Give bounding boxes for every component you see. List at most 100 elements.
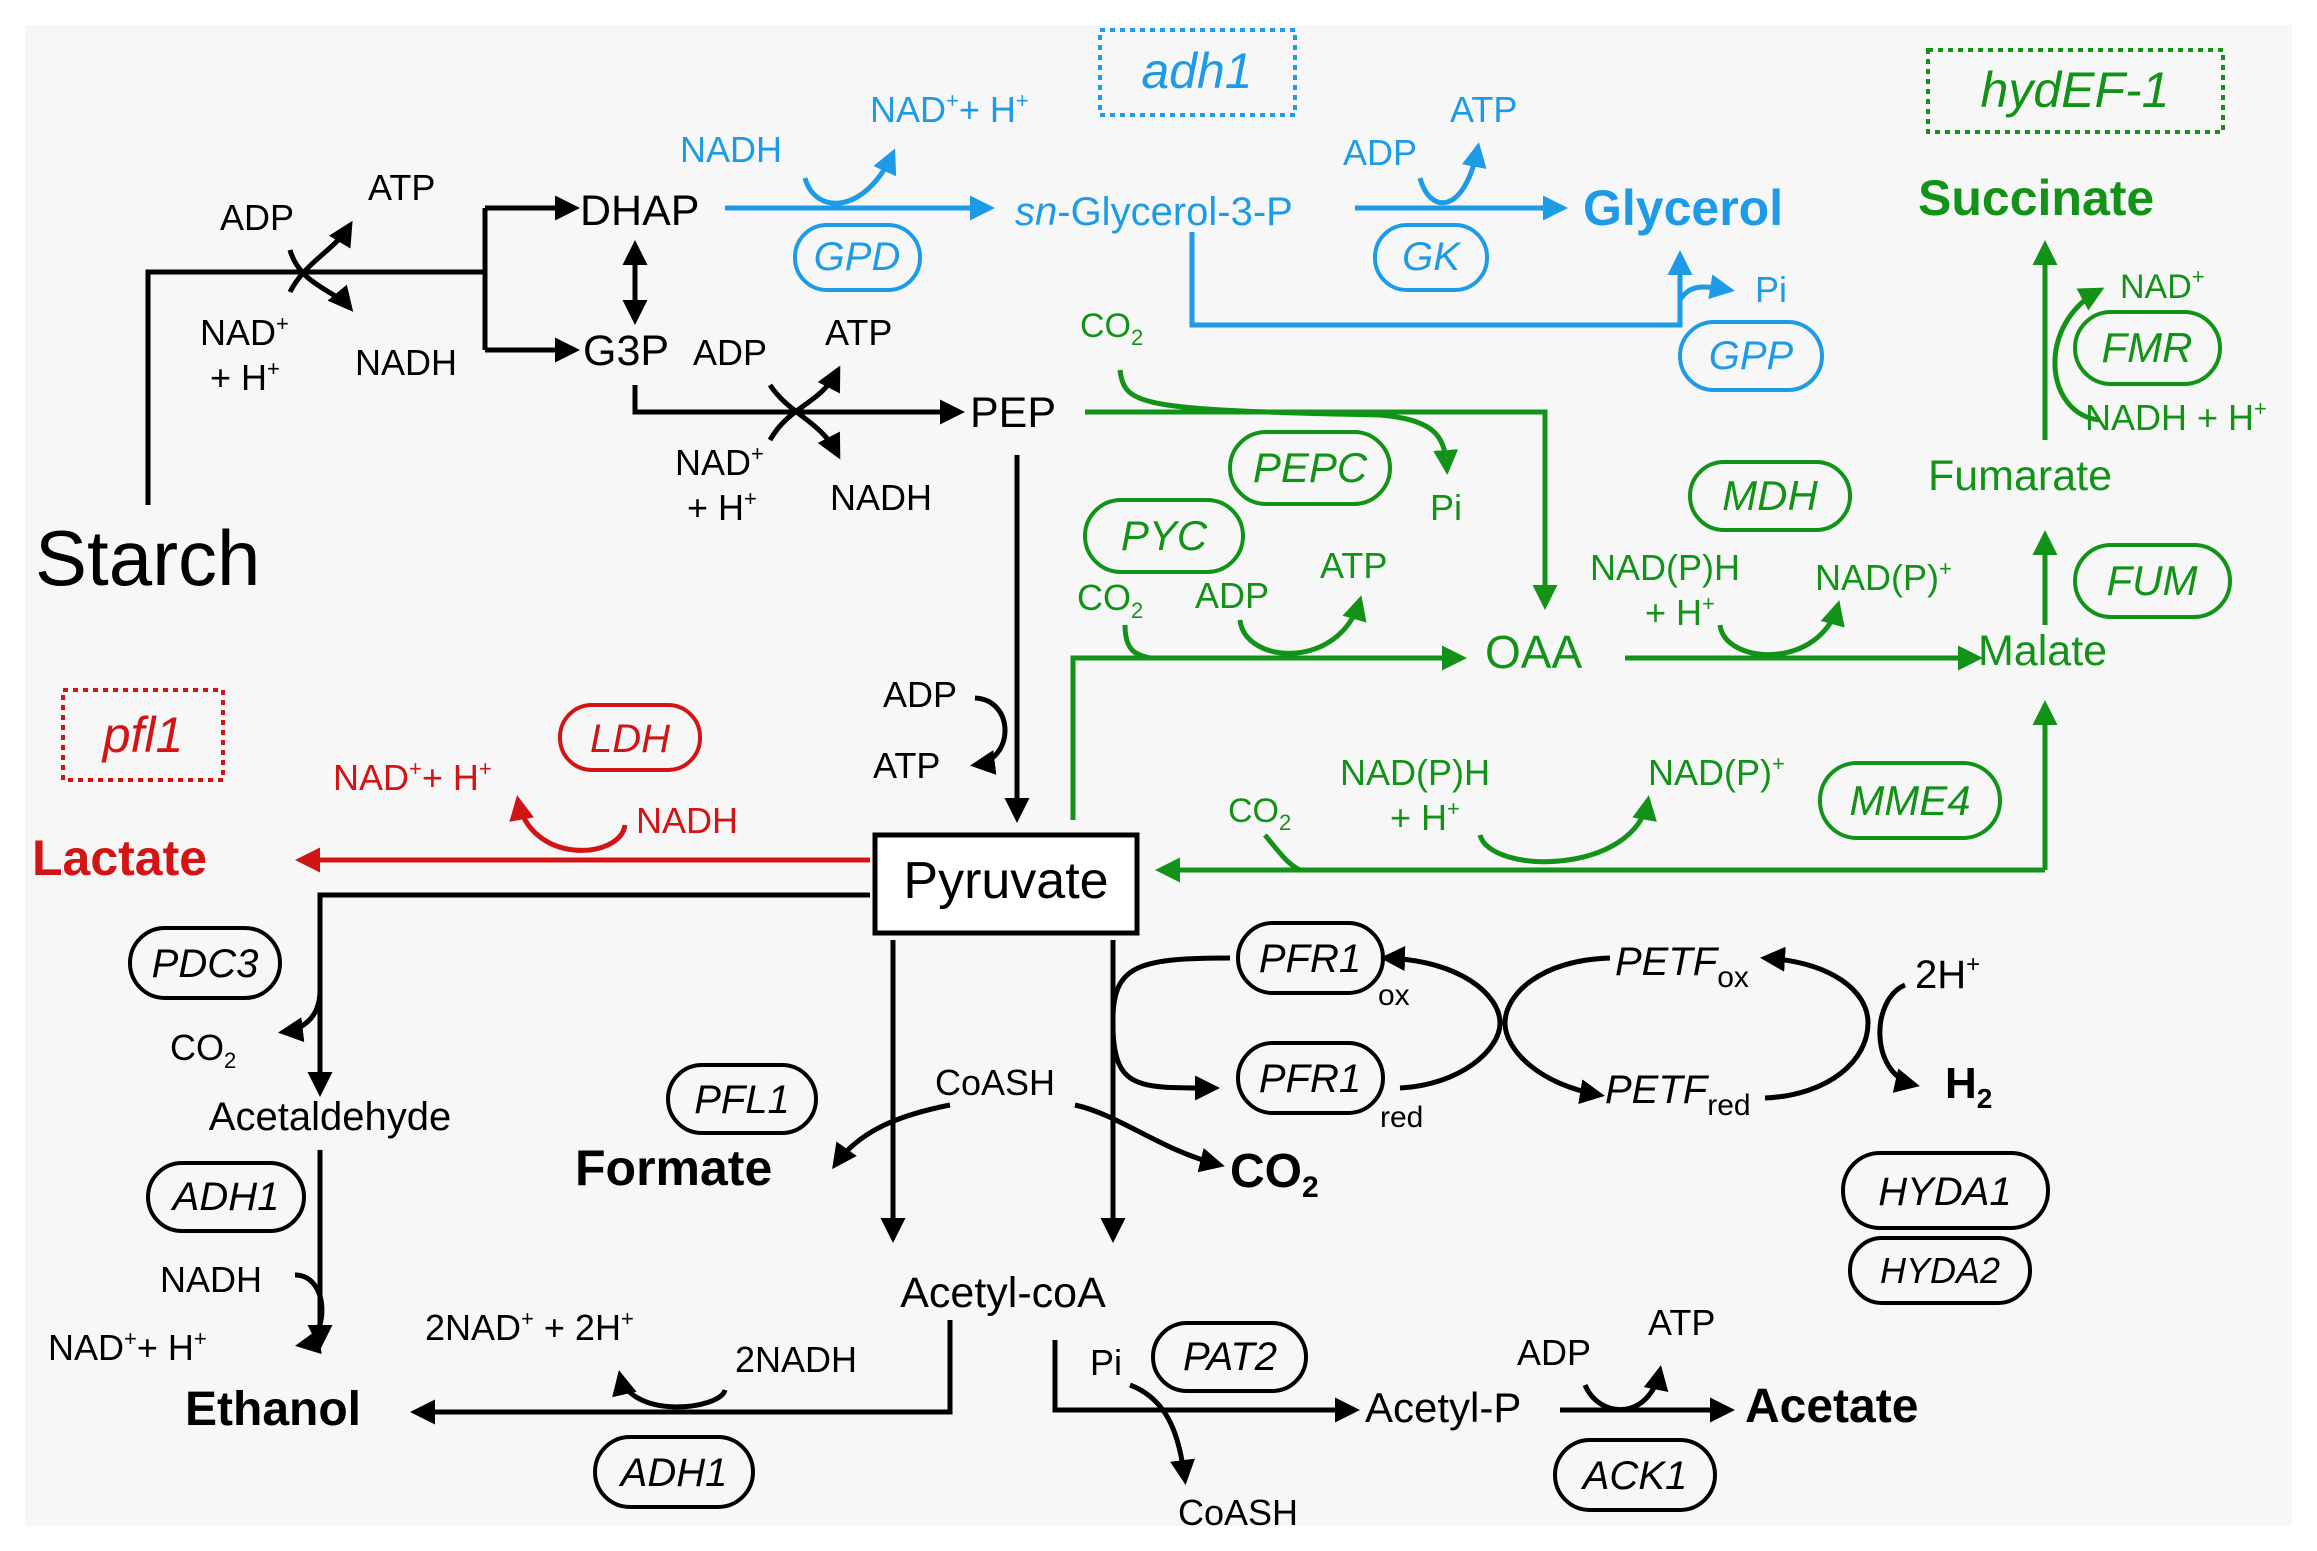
nadph-mdh: NAD(P)H <box>1590 547 1740 588</box>
oval-gpp <box>1678 320 1824 392</box>
plus-h-mme4: + H+ <box>1390 796 1460 838</box>
pyruvate-to-acetaldehyde <box>307 892 870 1097</box>
oval-pfr1-red <box>1236 1041 1385 1115</box>
adp-gk: ADP <box>1343 132 1417 173</box>
fmr-nad-curve <box>2052 287 2105 423</box>
enzyme-hyda2: HYDA2 <box>1880 1250 2000 1291</box>
plus-h-mdh: + H+ <box>1645 591 1715 633</box>
nadp-mme4: NAD(P)+ <box>1648 751 1785 793</box>
plus-h-1: + H+ <box>210 356 280 398</box>
coash-release <box>1129 1382 1195 1485</box>
adp-pyk: ADP <box>883 674 957 715</box>
two-nad-label: 2NAD+ + 2H+ <box>425 1306 634 1348</box>
oval-gpd <box>793 223 922 292</box>
oaa-label: OAA <box>1485 626 1582 678</box>
nadph-mme4: NAD(P)H <box>1340 752 1490 793</box>
pi-pat: Pi <box>1090 1342 1122 1383</box>
mdh-nadp-curve <box>1717 600 1845 658</box>
atp-curve-2 <box>767 365 841 442</box>
mutant-box-hydef1 <box>1926 48 2225 134</box>
oval-pdc3 <box>128 926 282 1000</box>
pi-curve-gpp <box>1677 274 1735 302</box>
acetylcoa-to-acetylp <box>1052 1340 1360 1423</box>
glycerol-gpp-path <box>1189 232 1693 328</box>
petf-cycle-right <box>1760 946 1871 1101</box>
mutant-pfl1-label: pfl1 <box>101 707 184 763</box>
pyruvate-label: Pyruvate <box>903 852 1108 910</box>
nadh-ldh: NADH <box>636 800 738 841</box>
adp-pyc: ADP <box>1195 575 1269 616</box>
red-arrows <box>295 795 870 873</box>
acetylcoa-to-ethanol <box>410 1320 953 1425</box>
coash-pfl: CoASH <box>935 1062 1055 1103</box>
nad-fmr: NAD+ <box>2120 264 2205 306</box>
succinate-label: Succinate <box>1918 170 2154 226</box>
enzyme-ack1: ACK1 <box>1581 1454 1688 1498</box>
co2-release-pdc <box>278 989 323 1043</box>
diagram-background <box>25 25 2292 1526</box>
enzyme-gpd: GPD <box>814 235 901 279</box>
oval-pyc <box>1083 498 1245 574</box>
enzyme-adh1-upper: ADH1 <box>171 1175 280 1219</box>
nadh-curve-2 <box>767 383 841 460</box>
adp-1: ADP <box>220 197 294 238</box>
atp-gk: ATP <box>1450 89 1517 130</box>
co2-mme4: CO2 <box>1228 792 1291 835</box>
nad-ldh: NAD++ H+ <box>333 756 492 798</box>
petf-red-label: PETFred <box>1605 1068 1751 1122</box>
nad-curve-adh-lower <box>612 1370 728 1410</box>
acetate-label: Acetate <box>1745 1380 1918 1433</box>
co2-pepc: CO2 <box>1080 307 1143 350</box>
adp-ack: ADP <box>1517 1332 1591 1373</box>
mutant-hydef1-label: hydEF-1 <box>1981 62 2170 118</box>
two-h-label: 2H+ <box>1915 951 1980 997</box>
atp-2: ATP <box>825 312 892 353</box>
nad-1: NAD+ <box>200 311 289 353</box>
pfr1-ox-label: PFR1 <box>1259 937 1361 981</box>
nadp-mdh: NAD(P)+ <box>1815 556 1952 598</box>
nadh-curve-adh-upper <box>294 1272 325 1354</box>
adp-2: ADP <box>693 332 767 373</box>
dhap-label: DHAP <box>580 187 699 235</box>
mutant-boxes <box>61 28 2225 782</box>
nadh-1: NADH <box>355 342 457 383</box>
enzyme-mdh: MDH <box>1722 472 1818 519</box>
acetylcoa-label: Acetyl-coA <box>900 1269 1106 1317</box>
atp-curve-ack <box>1582 1365 1669 1412</box>
pi-gpp: Pi <box>1755 269 1787 310</box>
oval-gk <box>1373 223 1489 292</box>
malate-label: Malate <box>1978 627 2107 675</box>
oval-mme4 <box>1818 761 2002 840</box>
acetylp-label: Acetyl-P <box>1365 1384 1521 1431</box>
pfr-loop-top <box>1110 955 1231 1016</box>
petf-cycle-left <box>1502 955 1611 1105</box>
enzyme-pyc: PYC <box>1121 512 1208 559</box>
enzyme-hyda1: HYDA1 <box>1878 1170 2011 1214</box>
g3p-to-pep <box>632 385 965 425</box>
pfr1-red-sub: red <box>1380 1101 1423 1134</box>
ethanol-label: Ethanol <box>185 1383 361 1436</box>
two-nadh-label: 2NADH <box>735 1339 857 1380</box>
nadh-curve-gpd <box>802 148 897 206</box>
atp-ack: ATP <box>1648 1302 1715 1343</box>
enzyme-pepc: PEPC <box>1253 444 1368 491</box>
nadh-2: NADH <box>830 477 932 518</box>
starch-label: Starch <box>35 514 260 602</box>
oval-hyda1 <box>1841 1151 2050 1230</box>
enzyme-adh1-lower: ADH1 <box>619 1451 728 1495</box>
black-arrows <box>145 195 1920 1485</box>
atp-1: ATP <box>368 167 435 208</box>
pfr1-red-label: PFR1 <box>1259 1057 1361 1101</box>
oval-adh1-upper <box>146 1161 306 1233</box>
enzyme-gk: GK <box>1402 235 1462 279</box>
oval-ack1 <box>1553 1438 1717 1512</box>
g3p-label: G3P <box>583 327 669 375</box>
co2-main-label: CO2 <box>1230 1145 1319 1204</box>
mutant-adh1-label: adh1 <box>1141 43 1252 99</box>
ldh-nad-curve <box>509 795 628 853</box>
pyruvate-box <box>872 832 1140 936</box>
atp-pyk: ATP <box>873 745 940 786</box>
pfr-cycle-right <box>1380 946 1503 1091</box>
coash-pat: CoASH <box>1178 1492 1298 1533</box>
